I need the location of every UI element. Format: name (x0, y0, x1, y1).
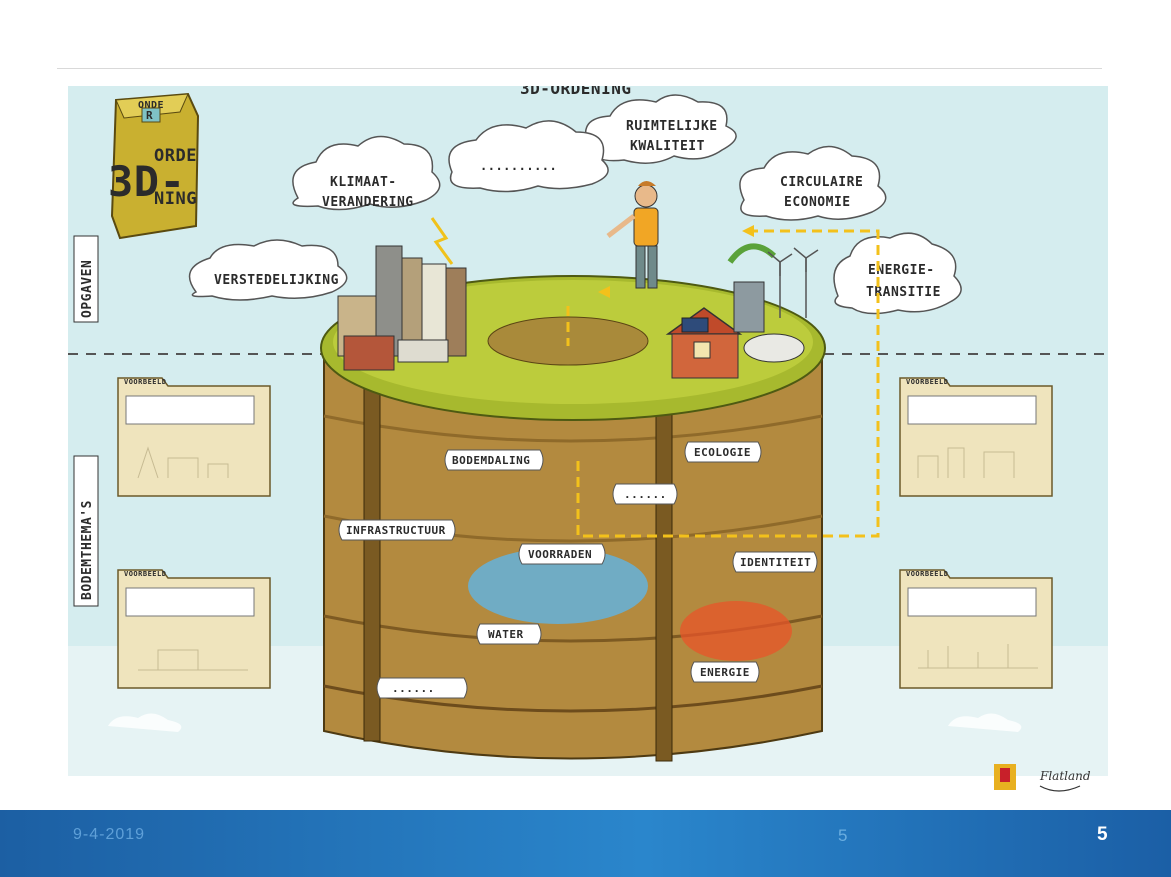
svg-text:VOORBEELD: VOORBEELD (124, 378, 166, 386)
top-divider-line (57, 68, 1102, 69)
svg-text:VOORBEELD: VOORBEELD (124, 570, 166, 578)
svg-text:ENERGIE-: ENERGIE- (868, 263, 935, 278)
svg-text:RUIMTELIJKE: RUIMTELIJKE (626, 119, 718, 134)
svg-text:TRANSITIE: TRANSITIE (866, 285, 941, 300)
svg-text:ENERGIE: ENERGIE (700, 666, 750, 679)
groundwater-blob (468, 548, 648, 624)
svg-text:ECONOMIE: ECONOMIE (784, 195, 851, 210)
svg-text:VERANDERING: VERANDERING (322, 195, 414, 210)
svg-text:INFRASTRUCTUUR: INFRASTRUCTUUR (346, 524, 446, 537)
example-folder-right-top: VOORBEELD (899, 377, 1053, 497)
label-bodemdaling: BODEMDALING (444, 449, 544, 471)
cloud-verstedelijking: VERSTEDELIJKING (188, 239, 348, 301)
label-infrastructuur: INFRASTRUCTUUR (338, 519, 456, 541)
svg-text:BODEMTHEMA'S: BODEMTHEMA'S (80, 500, 95, 600)
3d-ordening-logo: ONDE R 3D- ORDE NING (108, 92, 200, 240)
footer-center-number: 5 (838, 826, 848, 845)
partner-logos: Flatland (994, 764, 1091, 792)
svg-text:R: R (146, 109, 153, 122)
lightning-icon (430, 217, 454, 265)
footer-date: 9-4-2019 (73, 826, 146, 843)
energy-plant (727, 243, 805, 363)
label-voorraden: VOORRADEN (518, 543, 606, 565)
label-blank-1: ...... (612, 483, 678, 505)
arrow-head (742, 225, 754, 237)
example-folder-left-top: VOORBEELD (117, 377, 271, 497)
bodemthemas-label: BODEMTHEMA'S (73, 455, 99, 607)
svg-text:VERSTEDELIJKING: VERSTEDELIJKING (214, 273, 339, 288)
cloud-blank: .......... (448, 120, 609, 193)
footer-bar (0, 810, 1171, 877)
svg-text:ECOLOGIE: ECOLOGIE (694, 446, 751, 459)
cloud-circulaire-economie: CIRCULAIRE ECONOMIE (739, 145, 887, 221)
svg-text:CIRCULAIRE: CIRCULAIRE (780, 175, 863, 190)
svg-text:ORDE: ORDE (154, 146, 197, 166)
svg-text:VOORBEELD: VOORBEELD (906, 378, 948, 386)
cloud-ruimtelijke-kwaliteit: RUIMTELIJKE KWALITEIT (584, 94, 737, 164)
label-identiteit: IDENTITEIT (732, 551, 818, 573)
label-energie: ENERGIE (690, 661, 760, 683)
cloud-klimaatverandering: KLIMAAT- VERANDERING (292, 135, 441, 211)
svg-text:IDENTITEIT: IDENTITEIT (740, 556, 811, 569)
svg-text:..........: .......... (480, 159, 557, 173)
example-folder-right-bottom: VOORBEELD (899, 569, 1053, 689)
slide-number: 5 (1097, 824, 1108, 845)
wind-turbines (767, 247, 819, 318)
svg-text:BODEMDALING: BODEMDALING (452, 454, 530, 467)
city-buildings (337, 245, 467, 371)
flatland-logo-text: Flatland (1039, 769, 1091, 783)
cloud-energietransitie: ENERGIE- TRANSITIE (833, 232, 962, 315)
svg-text:......: ...... (624, 488, 667, 501)
small-cloud (108, 713, 182, 732)
svg-text:OPGAVEN: OPGAVEN (80, 260, 95, 318)
main-title: 3D-ORDENING (520, 86, 631, 98)
svg-text:......: ...... (392, 682, 435, 695)
label-ecologie: ECOLOGIE (684, 441, 762, 463)
opgaven-label: OPGAVEN (73, 235, 99, 323)
svg-text:VOORBEELD: VOORBEELD (906, 570, 948, 578)
svg-text:WATER: WATER (488, 628, 524, 641)
energy-flow-arrows (566, 229, 880, 538)
label-water: WATER (476, 623, 542, 645)
example-folder-left-bottom: VOORBEELD (117, 569, 271, 689)
svg-text:KLIMAAT-: KLIMAAT- (330, 175, 397, 190)
person-figure (606, 181, 659, 289)
label-blank-2: ...... (376, 677, 468, 699)
house-with-solar-panels (665, 307, 743, 379)
svg-text:3D-: 3D- (108, 157, 185, 206)
svg-text:ONDE: ONDE (138, 100, 164, 111)
svg-text:VOORRADEN: VOORRADEN (528, 548, 592, 561)
svg-text:KWALITEIT: KWALITEIT (630, 139, 705, 154)
geothermal-blob (680, 601, 792, 661)
svg-text:NING: NING (154, 189, 197, 209)
soil-illustration: OPGAVEN BODEMTHEMA'S ONDE R 3D- ORDE NIN… (68, 86, 1108, 776)
small-cloud (948, 713, 1022, 732)
arrow-head (598, 286, 610, 298)
